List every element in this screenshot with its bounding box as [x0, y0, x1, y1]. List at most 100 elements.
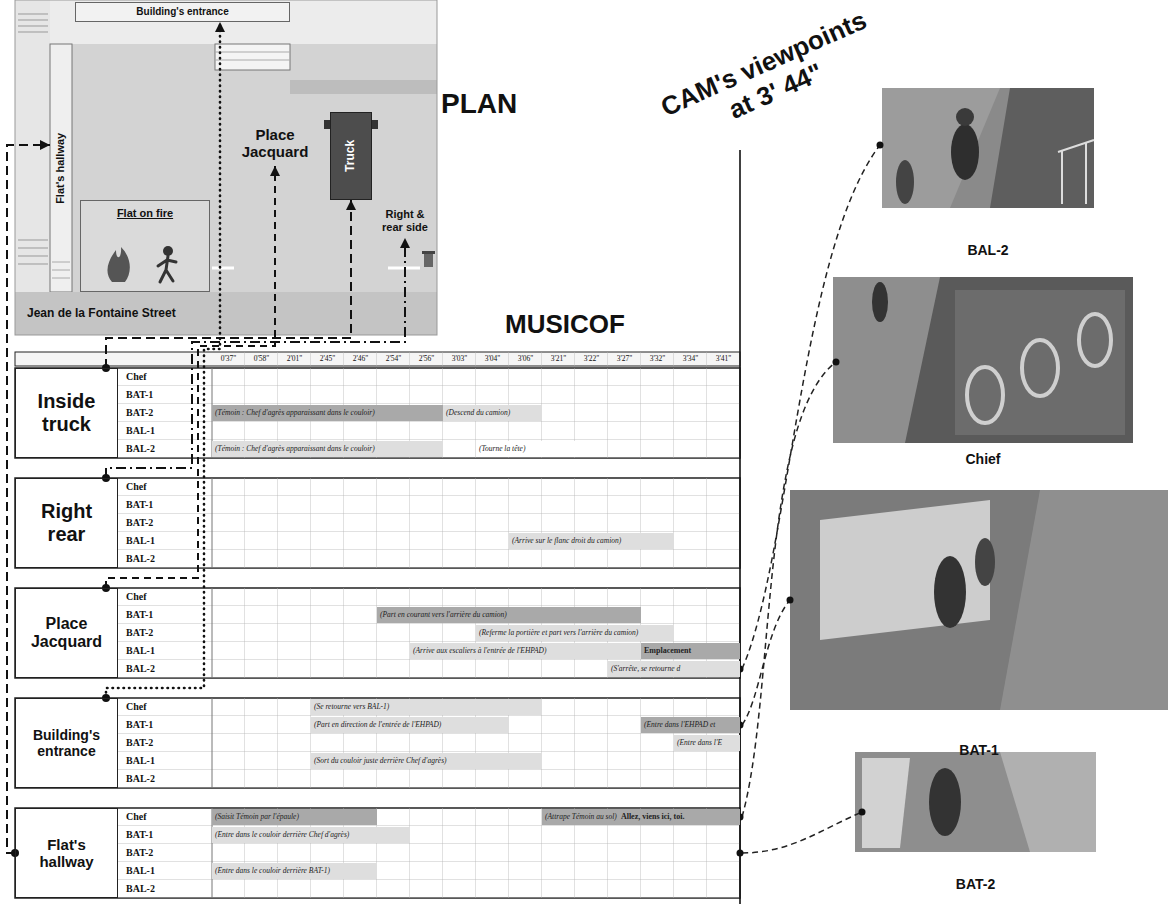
callout-title: CAM's viewpoints at 3' 44": [650, 3, 890, 154]
node-text: Right & rear side: [375, 208, 435, 233]
role-name: BAL-2: [126, 770, 155, 788]
group-frame: [15, 588, 740, 678]
camera-view: Chief: [833, 277, 1133, 443]
role-name: BAT-1: [126, 386, 153, 404]
node-text: Building's entrance: [136, 6, 228, 18]
event-bar: (Entre dans le couloir derrière Chef d'a…: [212, 827, 410, 843]
table-group: [15, 478, 740, 568]
role-name: BAT-2: [126, 404, 153, 422]
time-header: 0'58": [245, 352, 278, 366]
event-bar: (Attrape Témoin au sol)Allez, viens ici,…: [542, 809, 740, 825]
event-bar: (Entre dans l'E: [674, 735, 740, 751]
truck-box: Truck: [330, 112, 372, 200]
photo-ground: [855, 752, 1096, 852]
role-name: BAT-2: [126, 624, 153, 642]
entrance-box: Building's entrance: [75, 2, 290, 22]
event-bar: (Entre dans l'EHPAD et: [641, 717, 740, 733]
photo-porthole: [967, 367, 1003, 423]
photo-wall: [833, 277, 940, 443]
event-text: Allez, viens ici, toi.: [621, 812, 685, 821]
cell-grid: [212, 368, 740, 458]
stairs-symbol: [52, 262, 70, 278]
role-name: BAL-1: [126, 862, 155, 880]
cell-grid: [212, 698, 740, 788]
plan-frame: [15, 0, 437, 335]
grid-line: [212, 588, 213, 678]
photo-figure: [929, 768, 961, 836]
street-ground: [15, 292, 437, 335]
photo-doors: [955, 290, 1125, 435]
time-header: 3'34": [674, 352, 707, 366]
event-bar: (Part en courant vers l'arrière du camio…: [377, 607, 641, 623]
node-text: Truck: [344, 140, 358, 172]
zone-label: Inside truck: [15, 368, 118, 458]
event-bar: Emplacement: [641, 643, 740, 659]
entrance-steps: [215, 44, 290, 70]
timeline-table: [15, 352, 740, 898]
person-symbol: [158, 256, 176, 282]
role-name: Chef: [126, 368, 147, 386]
event-bar: (Descend du camion): [443, 405, 542, 421]
role-name: BAT-2: [126, 734, 153, 752]
role-name: BAT-1: [126, 496, 153, 514]
event-text: (S'arrête, se retourne d: [611, 665, 680, 674]
camera-photos: [790, 88, 1168, 852]
photo-ground: [833, 277, 1133, 443]
group-frame: [15, 368, 740, 458]
stairs-symbol: [18, 240, 48, 264]
leader-dot: [859, 809, 866, 816]
photo-figure: [951, 124, 979, 180]
role-name: BAT-2: [126, 844, 153, 862]
row-grid: [118, 808, 212, 898]
photo-caption: BAT-2: [956, 876, 995, 892]
node-text: Flat's hallway: [26, 836, 107, 871]
role-name: BAL-2: [126, 880, 155, 898]
photo-figure: [896, 160, 914, 204]
node-text: Place Jacquard: [235, 126, 315, 161]
node-text: Jean de la Fontaine Street: [27, 307, 176, 321]
street-band: Jean de la Fontaine Street: [15, 292, 437, 335]
event-text: (Descend du camion): [446, 409, 510, 418]
role-name: BAL-2: [126, 440, 155, 458]
photo-figure: [956, 108, 974, 126]
event-text: (Tourne la tête): [479, 445, 525, 454]
square-label: Place Jacquard: [235, 120, 315, 166]
time-header: 2'54": [377, 352, 410, 366]
grid-line: [212, 698, 213, 788]
header-cell: [15, 352, 740, 366]
role-name: BAT-2: [126, 514, 153, 532]
node-text: Inside truck: [26, 390, 107, 436]
zone-label: Place Jacquard: [15, 588, 118, 678]
event-bar: (Arrive aux escaliers à l'entrée de l'EH…: [410, 643, 641, 659]
photo-ground: [882, 88, 1094, 208]
fire-symbol: [107, 247, 129, 282]
event-text: (Se retourne vers BAL-1): [314, 703, 389, 712]
stairs-symbol: [18, 14, 48, 32]
plan-ground: [15, 0, 437, 335]
event-text: (Entre dans l'EHPAD et: [644, 721, 715, 730]
kerb-band: [290, 80, 437, 94]
role-name: BAL-1: [126, 532, 155, 550]
building-band: [15, 0, 437, 44]
camera-view: BAT-2: [855, 752, 1096, 852]
role-name: BAL-1: [126, 752, 155, 770]
time-header: 3'06": [509, 352, 542, 366]
bin-lid: [422, 251, 435, 254]
time-header: 3'27": [608, 352, 641, 366]
time-header: 2'45": [311, 352, 344, 366]
group-frame: [15, 698, 740, 788]
leader-line: [742, 145, 880, 669]
event-text: (Sort du couloir juste derrière Chef d'a…: [314, 757, 447, 766]
leader-dot: [787, 597, 794, 604]
event-text: (Saisit Témoin par l'épaule): [215, 813, 299, 822]
leader-line: [742, 812, 862, 853]
node-text: Flat's hallway: [55, 132, 68, 203]
time-header: 0'37": [212, 352, 245, 366]
node-text: Right rear: [26, 500, 107, 546]
camera-leaders: [737, 142, 884, 904]
grid-line: [212, 478, 213, 568]
role-name: Chef: [126, 588, 147, 606]
steps-lines: [215, 52, 290, 60]
photo-caption: Chief: [966, 451, 1001, 467]
leader-dot: [833, 359, 840, 366]
